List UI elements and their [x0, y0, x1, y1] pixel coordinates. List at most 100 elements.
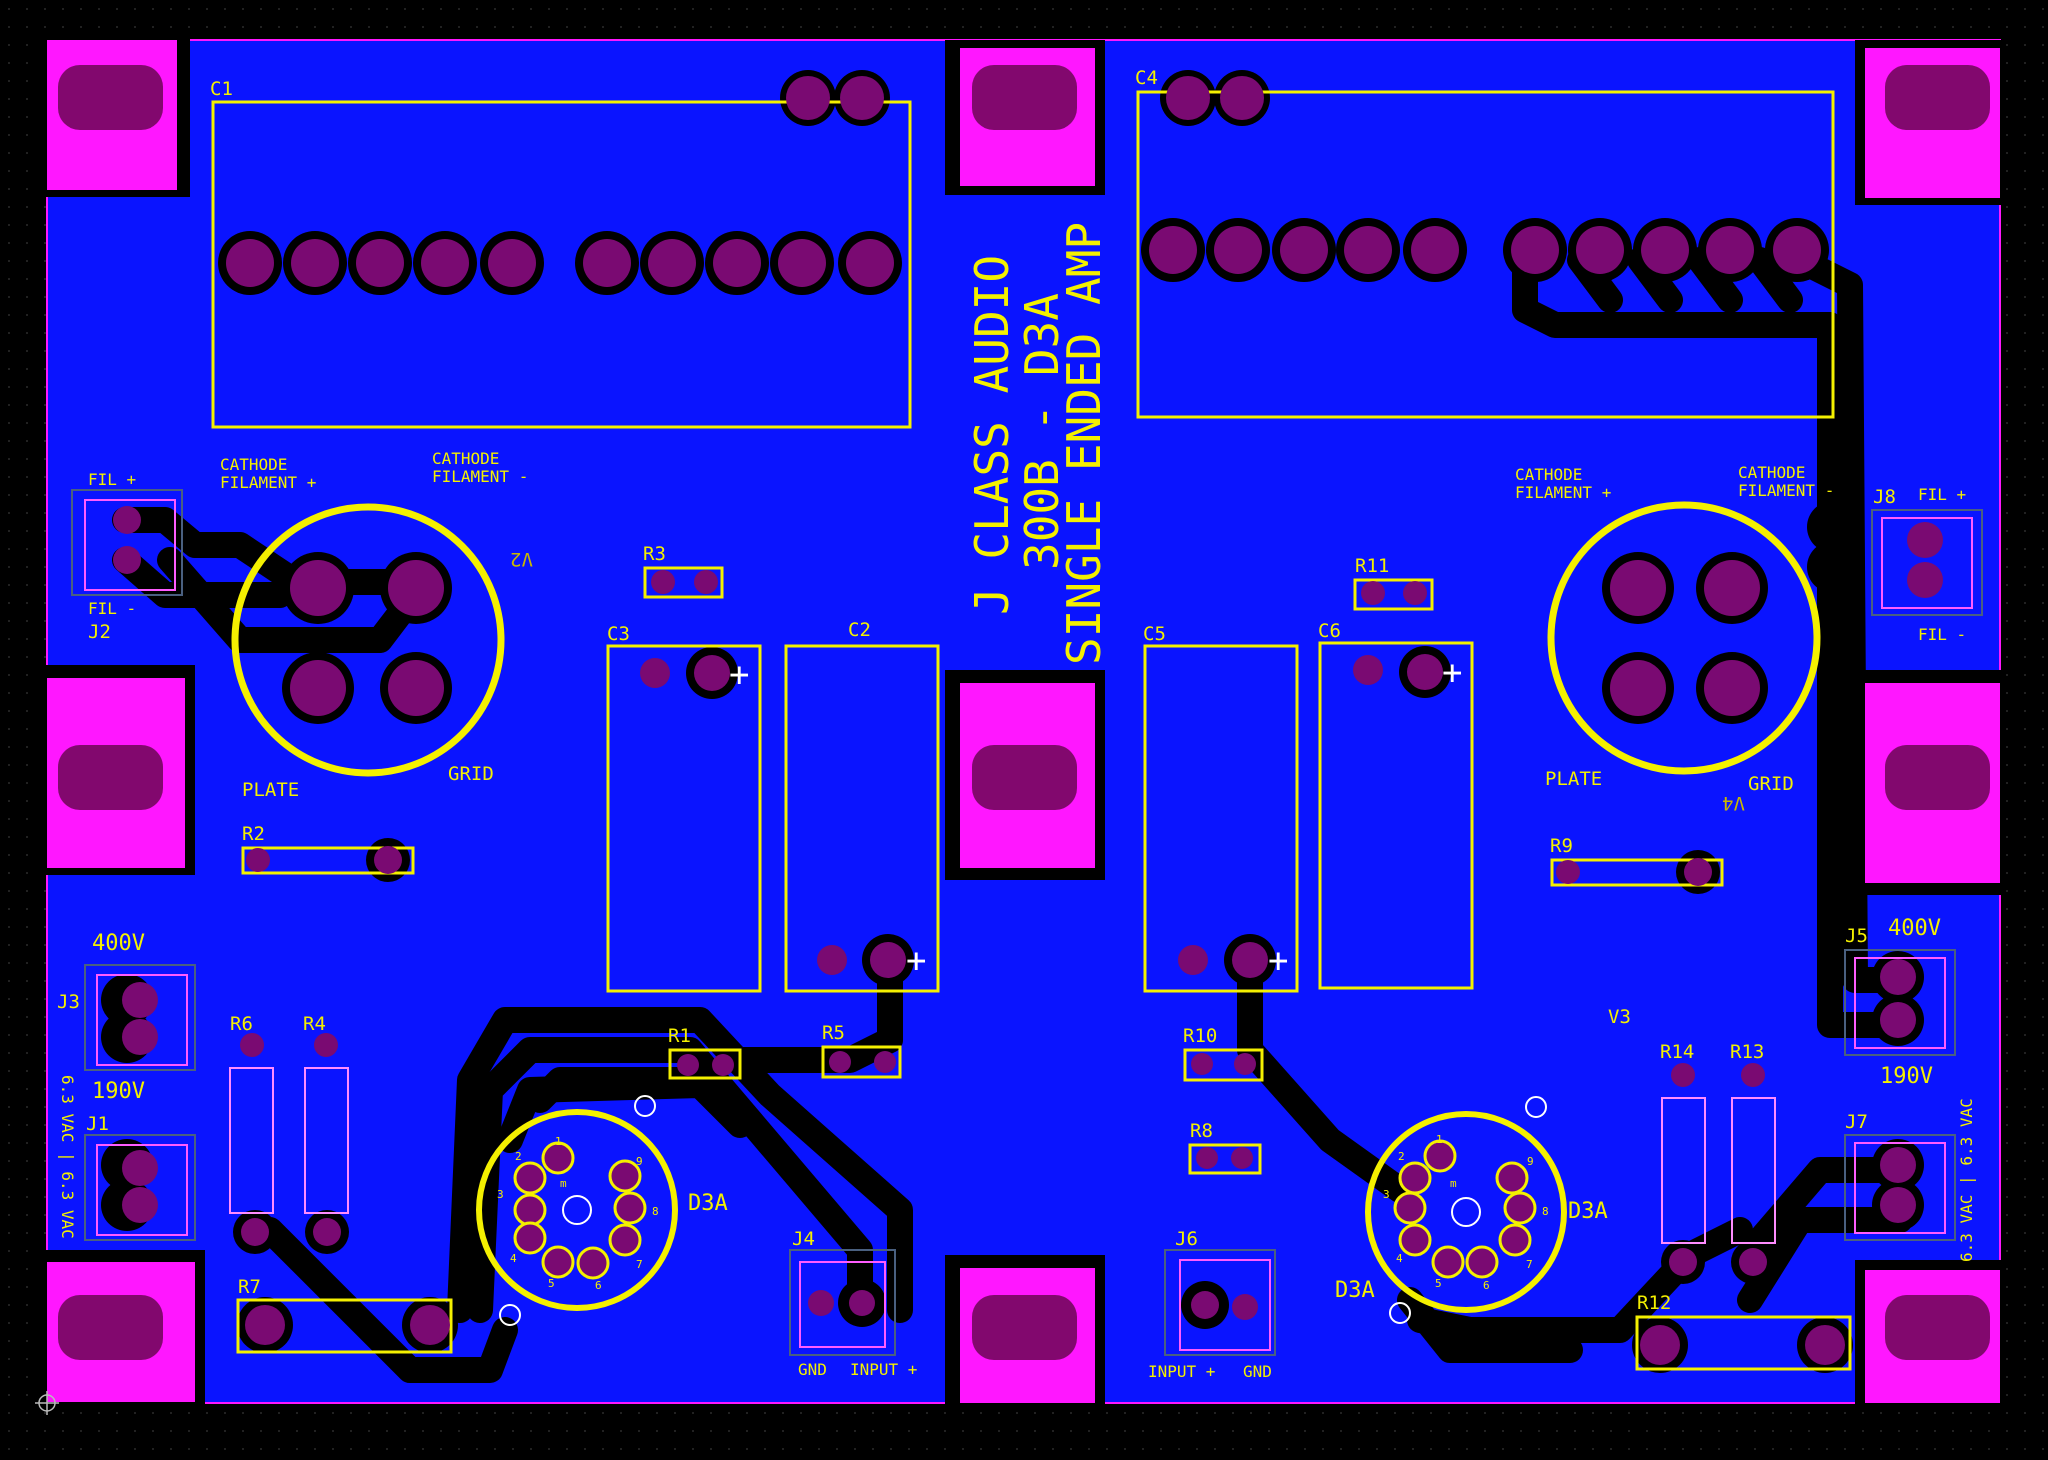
r2-outline — [241, 846, 415, 875]
label-j5: J5 — [1845, 925, 1868, 947]
label-d3a-right-2: D3A — [1335, 1278, 1375, 1303]
d3a-left-outline — [476, 1109, 678, 1311]
label-r3: R3 — [643, 543, 666, 565]
label-j3: J3 — [57, 991, 80, 1013]
r3-outline — [643, 566, 724, 599]
r12-outline — [1635, 1315, 1852, 1371]
d3a-pins[interactable] — [513, 1139, 1537, 1280]
designator-labels: C1 C4 C3 C2 C5 C6 R3 R11 R2 R9 R1 R5 R10… — [57, 67, 1896, 1314]
label-cathode-right2: CATHODE — [1738, 463, 1805, 482]
c4-outline — [1136, 90, 1835, 419]
c6-outline — [1318, 641, 1474, 990]
origin-marker-icon — [35, 1391, 59, 1415]
label-c1: C1 — [210, 78, 233, 100]
label-v4: V4 — [1722, 792, 1745, 814]
label-grid-left: GRID — [448, 763, 494, 785]
r8-outline — [1188, 1143, 1262, 1175]
r1-outline — [668, 1048, 742, 1080]
label-r8: R8 — [1190, 1120, 1213, 1142]
label-cathode-left1: CATHODE — [220, 455, 287, 474]
label-fil-plus-right: FIL + — [1918, 485, 1966, 504]
label-vac-left: 6.3 VAC | 6.3 VAC — [58, 1075, 77, 1239]
label-j1: J1 — [86, 1113, 109, 1135]
r11-outline — [1353, 578, 1434, 611]
label-j2: J2 — [88, 621, 111, 643]
mounting-pads[interactable] — [40, 32, 2005, 1410]
svg-text:3: 3 — [497, 1188, 504, 1201]
label-plate-left: PLATE — [242, 779, 299, 801]
label-j4: J4 — [792, 1228, 815, 1250]
label-plate-right: PLATE — [1545, 768, 1602, 790]
v4-outline — [1547, 501, 1821, 775]
plus-c6: + — [1442, 653, 1462, 693]
label-grid-right: GRID — [1748, 773, 1794, 795]
label-j7: J7 — [1845, 1111, 1868, 1133]
svg-text:3: 3 — [1383, 1188, 1390, 1201]
label-r13: R13 — [1730, 1041, 1764, 1063]
label-filament-plus-left: FILAMENT + — [220, 473, 316, 492]
title-line3: SINGLE ENDED AMP — [1057, 222, 1111, 665]
label-r2: R2 — [242, 823, 265, 845]
svg-text:2: 2 — [515, 1150, 522, 1163]
svg-text:m: m — [560, 1177, 567, 1190]
label-input-j6: INPUT + — [1148, 1362, 1215, 1381]
silkscreen-outlines — [211, 90, 1852, 1371]
r7-outline — [236, 1298, 453, 1354]
title-text: J CLASS AUDIO 300B - D3A SINGLE ENDED AM… — [965, 222, 1111, 665]
label-filament-minus-left: FILAMENT - — [432, 467, 528, 486]
svg-text:5: 5 — [1435, 1277, 1442, 1290]
label-input-j4: INPUT + — [850, 1360, 917, 1379]
label-r1: R1 — [668, 1025, 691, 1047]
label-gnd-j4: GND — [798, 1360, 827, 1379]
label-c5: C5 — [1143, 623, 1166, 645]
svg-text:7: 7 — [1526, 1258, 1533, 1271]
c5-outline — [1143, 644, 1299, 993]
label-filament-minus-right: FILAMENT - — [1738, 481, 1834, 500]
plus-c3: + — [729, 655, 749, 695]
svg-text:7: 7 — [636, 1258, 643, 1271]
svg-text:2: 2 — [1398, 1150, 1405, 1163]
label-r5: R5 — [822, 1022, 845, 1044]
r5-outline — [821, 1045, 902, 1079]
label-r10: R10 — [1183, 1025, 1217, 1047]
c1-outline — [211, 100, 912, 429]
svg-text:9: 9 — [636, 1155, 643, 1168]
label-v2: V2 — [510, 548, 533, 570]
label-r4: R4 — [303, 1013, 326, 1035]
svg-text:6: 6 — [1483, 1279, 1490, 1292]
label-d3a-left: D3A — [688, 1191, 728, 1216]
label-filament-plus-right: FILAMENT + — [1515, 483, 1611, 502]
label-190v-left: 190V — [92, 1079, 145, 1104]
label-400v-right: 400V — [1888, 916, 1941, 941]
label-fil-minus-right: FIL - — [1918, 625, 1966, 644]
r10-outline — [1183, 1048, 1264, 1082]
label-r9: R9 — [1550, 835, 1573, 857]
label-fil-plus-left: FIL + — [88, 470, 136, 489]
svg-text:4: 4 — [1396, 1252, 1403, 1265]
title-line1: J CLASS AUDIO — [965, 255, 1019, 615]
label-j8: J8 — [1873, 486, 1896, 508]
svg-text:6: 6 — [595, 1279, 602, 1292]
c3-outline — [606, 644, 762, 993]
label-c3: C3 — [607, 623, 630, 645]
label-gnd-j6: GND — [1243, 1362, 1272, 1381]
label-c2: C2 — [848, 619, 871, 641]
svg-text:1: 1 — [555, 1135, 562, 1148]
label-cathode-right1: CATHODE — [1515, 465, 1582, 484]
label-400v-left: 400V — [92, 931, 145, 956]
label-c4: C4 — [1135, 67, 1158, 89]
label-r12: R12 — [1637, 1292, 1671, 1314]
v2-outline — [231, 503, 505, 777]
svg-text:9: 9 — [1527, 1155, 1534, 1168]
label-r14: R14 — [1660, 1041, 1694, 1063]
label-j6: J6 — [1175, 1228, 1198, 1250]
svg-text:5: 5 — [548, 1277, 555, 1290]
plus-c2: + — [906, 941, 926, 981]
pad-layer[interactable] — [113, 76, 1943, 1365]
svg-text:m: m — [1450, 1177, 1457, 1190]
function-labels: CATHODE FILAMENT + CATHODE FILAMENT - CA… — [58, 449, 1976, 1381]
vertical-resistors — [229, 1067, 1776, 1244]
connector-outlines — [71, 489, 1983, 1356]
svg-text:4: 4 — [510, 1252, 517, 1265]
